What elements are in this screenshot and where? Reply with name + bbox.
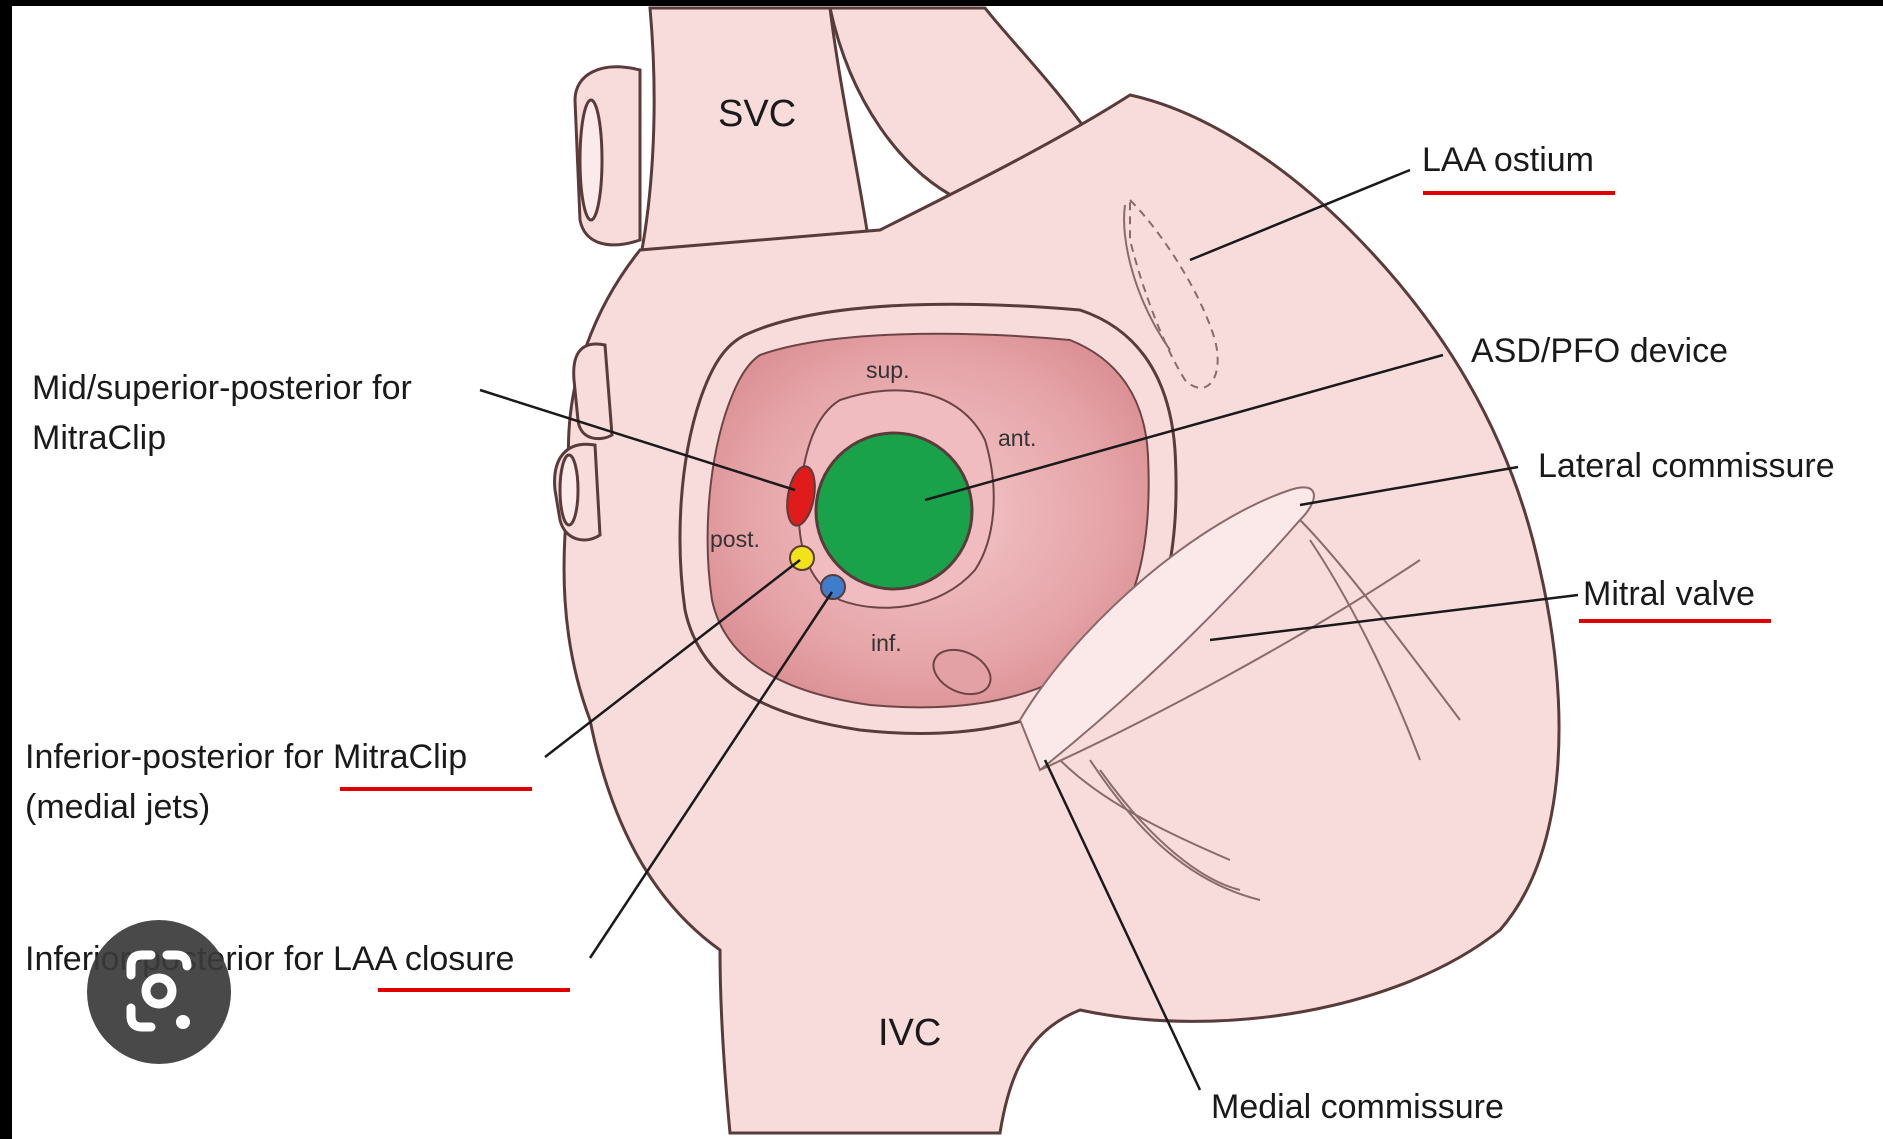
medial-commissure-label: Medial commissure [1211, 1088, 1504, 1126]
asd-pfo-label: ASD/PFO device [1471, 332, 1728, 370]
septum-sup-label: sup. [866, 357, 909, 383]
google-lens-button[interactable] [87, 920, 231, 1064]
septum-inf-label: inf. [871, 630, 902, 656]
mitral-valve-label: Mitral valve [1583, 575, 1755, 613]
image-frame: SVC IVC LAA ostium ASD/PFO device Latera… [12, 6, 1883, 1139]
inf-post-mitraclip-label: Inferior-posterior for MitraClip [25, 738, 467, 776]
septum-post-label: post. [710, 526, 760, 552]
mid-superior-label-line1: Mid/superior-posterior for [32, 369, 412, 407]
svc-label: SVC [718, 93, 796, 135]
lateral-commissure-label: Lateral commissure [1538, 447, 1835, 485]
heart-diagram: SVC IVC LAA ostium ASD/PFO device Latera… [12, 6, 1883, 1139]
inf-post-mitraclip-label-line2: (medial jets) [25, 788, 210, 826]
laa-ostium-label: LAA ostium [1422, 141, 1594, 179]
ivc-label: IVC [878, 1012, 941, 1054]
asd-pfo-device [816, 433, 972, 589]
laa-closure-site [821, 575, 845, 599]
mid-superior-label-line2: MitraClip [32, 419, 166, 457]
septum-ant-label: ant. [998, 425, 1036, 451]
